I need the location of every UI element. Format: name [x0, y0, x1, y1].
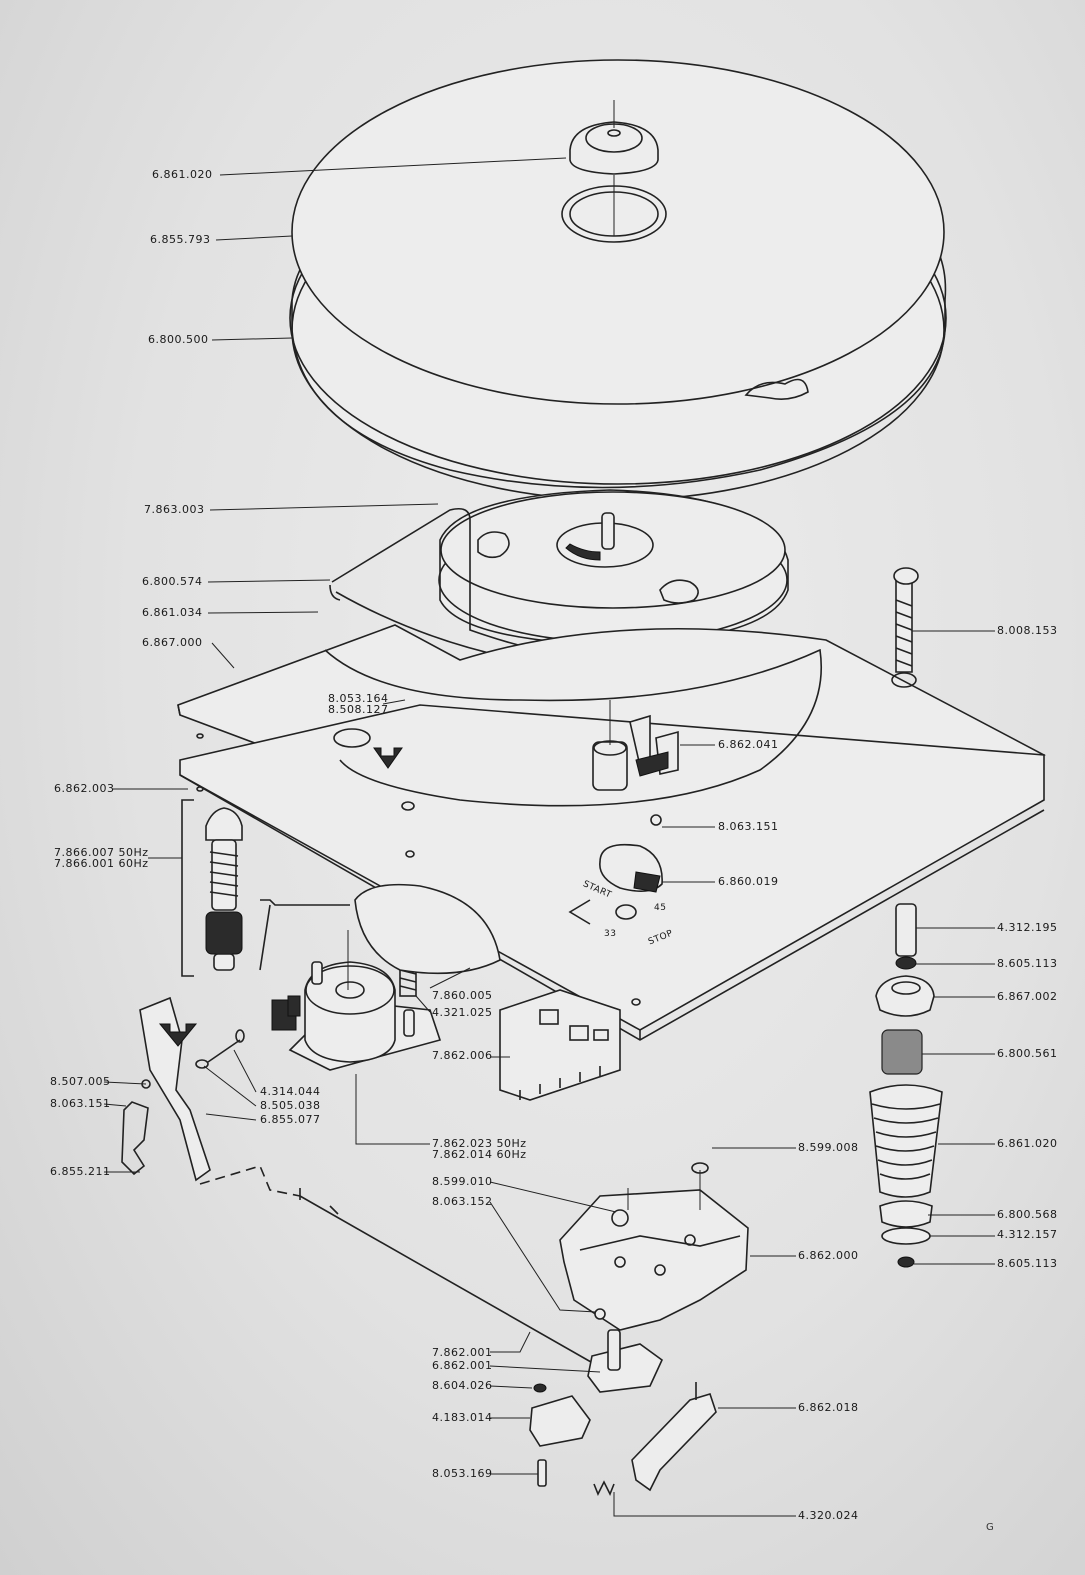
part-label: 6.800.574 [142, 575, 203, 588]
damper-stack-drawing [869, 567, 943, 1268]
part-label: 7.862.014 60Hz [432, 1148, 527, 1161]
part-label: 6.860.019 [718, 875, 779, 888]
part-label: 4.321.025 [432, 1006, 493, 1019]
part-label: 6.862.041 [718, 738, 779, 751]
part-label: 7.866.007 50Hz [54, 846, 149, 859]
part-label: 4.312.157 [997, 1228, 1058, 1241]
part-label: 8.053.169 [432, 1467, 493, 1480]
part-label: 8.605.113 [997, 957, 1058, 970]
part-label: 6.800.561 [997, 1047, 1058, 1060]
part-label: 6.867.000 [142, 636, 203, 649]
part-label: 6.861.020 [997, 1137, 1058, 1150]
part-label: 6.800.568 [997, 1208, 1058, 1221]
switch-45-text: 45 [654, 903, 667, 913]
part-label: 8.508.127 [328, 703, 389, 716]
switch-board-drawing [499, 989, 621, 1101]
part-label: 8.063.152 [432, 1195, 493, 1208]
part-label: 6.855.077 [260, 1113, 321, 1126]
part-label: 6.862.001 [432, 1359, 493, 1372]
part-label: 8.063.151 [50, 1097, 111, 1110]
part-label: 6.862.003 [54, 782, 115, 795]
part-label: 8.605.113 [997, 1257, 1058, 1270]
part-label: 4.320.024 [798, 1509, 859, 1522]
part-label: 4.183.014 [432, 1411, 493, 1424]
part-label: 6.800.500 [148, 333, 209, 346]
part-label: 6.861.034 [142, 606, 203, 619]
bottom-mechanism-drawing [529, 1162, 749, 1496]
part-label: 7.862.023 50Hz [432, 1137, 527, 1150]
platter-drawing [289, 59, 947, 501]
chassis-plates-drawing [177, 624, 1046, 1041]
motor-drawing [271, 883, 501, 1071]
part-label: 6.855.793 [150, 233, 211, 246]
part-label: 4.314.044 [260, 1085, 321, 1098]
part-label: 7.863.003 [144, 503, 205, 516]
page-mark: G [986, 1522, 994, 1533]
part-label: 8.063.151 [718, 820, 779, 833]
part-label: 6.855.211 [50, 1165, 111, 1178]
part-label: 8.505.038 [260, 1099, 321, 1112]
sub-platter-drawing [329, 489, 789, 669]
part-label: 8.507.005 [50, 1075, 111, 1088]
part-label: 8.053.164 [328, 692, 389, 705]
part-label: 7.862.001 [432, 1346, 493, 1359]
part-label: 8.008.153 [997, 624, 1058, 637]
switch-33-text: 33 [604, 929, 617, 939]
leader-lines [103, 157, 995, 1517]
part-label: 7.862.006 [432, 1049, 493, 1062]
part-label: 6.862.018 [798, 1401, 859, 1414]
part-label: 6.861.020 [152, 168, 213, 181]
part-label: 7.866.001 60Hz [54, 857, 149, 870]
suspension-spring-drawing [181, 799, 350, 977]
start-lever-drawing [121, 996, 606, 1371]
part-label: 7.860.005 [432, 989, 493, 1002]
part-label: 4.312.195 [997, 921, 1058, 934]
part-label: 8.599.008 [798, 1141, 859, 1154]
part-label: 8.599.010 [432, 1175, 493, 1188]
part-label: 6.867.002 [997, 990, 1058, 1003]
part-label: 8.604.026 [432, 1379, 493, 1392]
part-label: 6.862.000 [798, 1249, 859, 1262]
